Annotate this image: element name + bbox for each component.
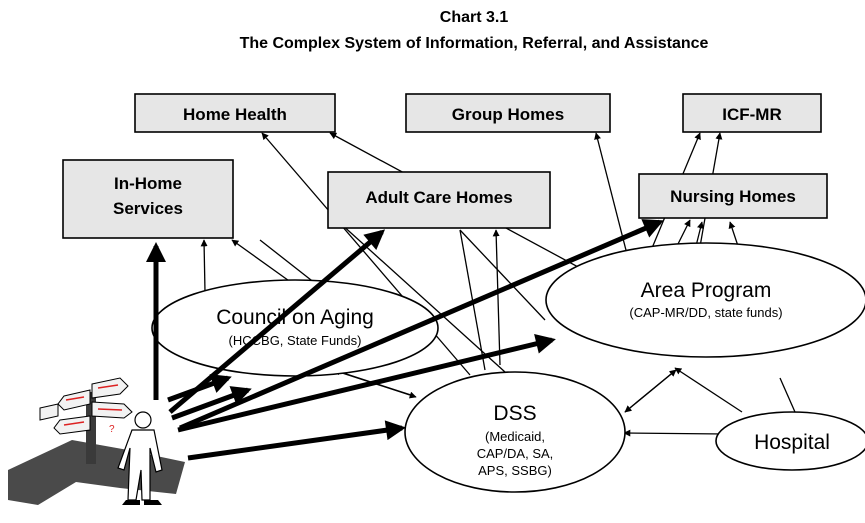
arrow-person-to-nursing bbox=[179, 219, 664, 431]
arrow-dss-to-area bbox=[624, 369, 677, 413]
in-home-label-line2: Services bbox=[113, 199, 183, 218]
person-figure bbox=[117, 411, 163, 505]
oval-area-program: Area Program (CAP-MR/DD, state funds) bbox=[545, 242, 865, 358]
arrow-person-to-adult-care bbox=[168, 229, 386, 414]
oval-dss: DSS (Medicaid, CAP/DA, SA, APS, SSBG) bbox=[404, 371, 626, 493]
box-in-home-services: In-Home Services bbox=[62, 159, 234, 239]
area-program-title: Area Program bbox=[641, 279, 772, 302]
arrow-person-to-area bbox=[177, 334, 556, 433]
arrow-hospital-to-dss bbox=[623, 429, 726, 437]
chart-title: Chart 3.1 bbox=[440, 9, 509, 26]
arrow-dss-to-adult-care bbox=[492, 229, 501, 366]
icf-mr-label: ICF-MR bbox=[722, 105, 781, 124]
adult-care-homes-label: Adult Care Homes bbox=[365, 188, 512, 207]
box-home-health: Home Health bbox=[134, 93, 336, 133]
oval-hospital: Hospital bbox=[715, 411, 865, 471]
nursing-homes-label: Nursing Homes bbox=[670, 187, 796, 206]
arrow-council-to-inhome-2 bbox=[231, 239, 293, 284]
box-adult-care-homes: Adult Care Homes bbox=[327, 171, 551, 229]
arrow-person-to-council-2 bbox=[171, 386, 252, 421]
arrow-council-to-inhome bbox=[200, 239, 208, 293]
dss-title: DSS bbox=[493, 402, 536, 425]
line-area-to-adult-care bbox=[459, 229, 546, 321]
hospital-label: Hospital bbox=[754, 431, 830, 454]
council-title: Council on Aging bbox=[216, 306, 374, 329]
chart-subtitle: The Complex System of Information, Refer… bbox=[240, 35, 709, 52]
dss-line2: CAP/DA, SA, bbox=[477, 446, 554, 461]
thick-arrows bbox=[146, 219, 664, 461]
person-head bbox=[134, 411, 152, 429]
dss-line3: APS, SSBG) bbox=[478, 463, 552, 478]
line-area-to-hospital bbox=[779, 377, 796, 413]
dss-line1: (Medicaid, bbox=[485, 429, 545, 444]
box-icf-mr: ICF-MR bbox=[682, 93, 822, 133]
group-homes-label: Group Homes bbox=[452, 105, 564, 124]
arrow-person-to-council bbox=[167, 374, 232, 403]
box-group-homes: Group Homes bbox=[405, 93, 611, 133]
area-program-subtitle: (CAP-MR/DD, state funds) bbox=[629, 305, 782, 320]
person-at-signpost-illustration: ? bbox=[8, 377, 185, 505]
arrow-person-to-dss bbox=[187, 420, 406, 461]
box-nursing-homes: Nursing Homes bbox=[638, 173, 828, 219]
svg-text:?: ? bbox=[109, 424, 115, 435]
line-dss-to-adult-care-2 bbox=[329, 213, 506, 373]
oval-council-on-aging: Council on Aging (HCCBG, State Funds) bbox=[151, 279, 439, 377]
in-home-label-line1: In-Home bbox=[114, 174, 182, 193]
signpost-signs: ? bbox=[39, 377, 133, 435]
signpost-pole bbox=[86, 392, 96, 464]
home-health-label: Home Health bbox=[183, 105, 287, 124]
person-body bbox=[117, 429, 163, 501]
arrow-hospital-to-area bbox=[674, 367, 743, 413]
